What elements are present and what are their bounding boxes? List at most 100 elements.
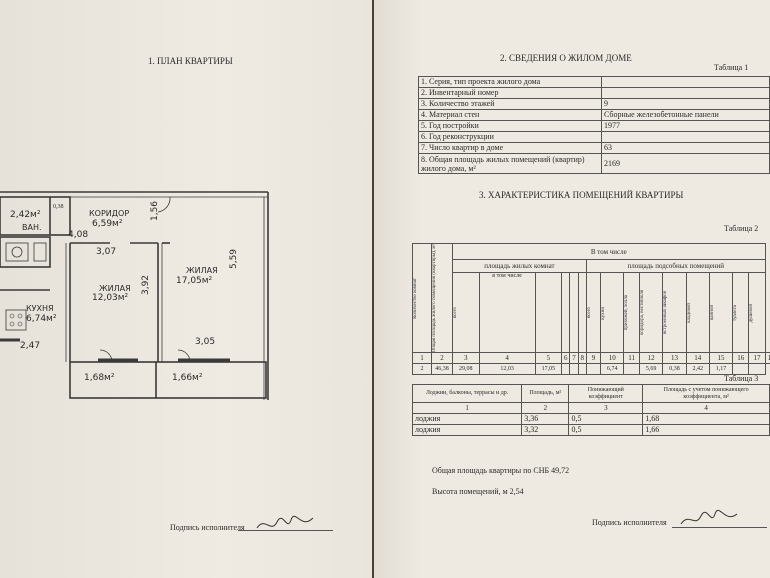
table2-col-number: 17 [748,352,766,365]
table3-head-cell: Лоджии, балконы, террасы и др. [411,384,523,403]
room2-area: 17,05м² [176,276,213,286]
table3-col-number: 3 [568,402,644,414]
th-living-sub [561,272,571,354]
dim-5-59: 5,59 [229,248,240,270]
th-aux-col: туалета [732,272,750,354]
table2-col-number: 13 [662,352,687,365]
table1-label: Таблица 1 [714,63,749,72]
table2-col-number: 15 [708,352,734,365]
dim-3-05: 3,05 [195,337,216,347]
th-living-total: всего [452,272,480,354]
rooms-table: Количество комнат Общая площадь жилого п… [412,242,770,376]
table2-col-number: 10 [600,352,625,365]
th-aux-total-text: всего [586,307,592,319]
th-aux-col: ванной [708,272,734,354]
th-aux-total: всего [585,272,602,354]
table2-cell: 0,38 [662,363,687,376]
table1-label: 1. Серия, тип проекта жилого дома [418,76,602,88]
table1-label: 3. Количество этажей [418,98,602,110]
th-living-sub [577,272,587,354]
room1-label: ЖИЛАЯ [99,284,131,293]
balconies-table: Лоджии, балконы, террасы и др.Площадь, м… [411,384,770,436]
table2-cell: 1,17 [708,363,734,376]
table2-label: Таблица 2 [724,224,759,233]
floor-plan [0,191,269,400]
table1-row: 1. Серия, тип проекта жилого дома [418,76,770,88]
dim-2-47: 2,47 [20,341,41,351]
table2-cell: 12,03 [478,363,536,376]
th-in-that: В том числе [452,243,766,260]
table3-cell: 3,36 [521,413,570,425]
table2-cell: 2 [412,363,432,376]
table2-col-number: 7 [569,352,579,365]
table2-cell: 46,38 [431,363,453,376]
table1-label: 5. Год постройки [418,120,602,132]
table2-col-number: 9 [585,352,602,365]
right-page: 2. СВЕДЕНИЯ О ЖИЛОМ ДОМЕ Таблица 1 1. Се… [374,0,770,578]
section2-title: 2. СВЕДЕНИЯ О ЖИЛОМ ДОМЕ [500,53,632,63]
table2-cell: 17,05 [534,363,563,376]
th-total-area: Общая площадь жилого помещения (квартиры… [432,244,438,353]
table2-col-number: 1 [412,352,432,365]
table2-col-number: 14 [685,352,710,365]
th-aux-col: кладовой [685,272,710,354]
th-aux-col-text: прихожей, холла [624,295,630,331]
table3-cell: 3,32 [521,424,570,436]
th-aux-col-text: кухни [601,306,607,320]
table3-cell: 0,5 [568,413,644,425]
table3-cell: 1,68 [642,413,770,425]
table2-col-number: 2 [431,352,453,365]
table1-value: Сборные железобетонные панели [601,109,770,121]
th-living-sub [534,272,563,354]
table1-label: 8. Общая площадь жилых помещений (кварти… [418,153,602,174]
table3-col-number: 2 [521,402,570,414]
balcony1-area: 1,68м² [84,373,115,383]
table3-head-cell: Площадь с учетом понижающего коэффициент… [642,384,770,403]
th-living-sub [569,272,579,354]
table1-label: 6. Год реконструкции [418,131,602,143]
table2-col-number: 12 [639,352,664,365]
th-aux-col: душевой [748,272,766,354]
table3-head-cell: Площадь, м² [521,384,570,403]
table2-cell [585,363,602,376]
kitchen-label: КУХНЯ [26,304,54,313]
table2-col-number: 11 [623,352,641,365]
table2-cell: 5,69 [639,363,664,376]
table3-col-number: 1 [411,402,523,414]
th-aux-col-text: туалета [733,304,739,321]
table1-value: 63 [601,142,770,154]
balcony2-area: 1,66м² [172,373,203,383]
table1-value: 2169 [601,153,770,174]
table2-col-number: 1 [764,352,770,365]
table2-cell [577,363,587,376]
bath-area: 2,42м² [10,210,41,220]
table1-label: 4. Материал стен [418,109,602,121]
kitchen-area: 6,74м² [26,314,57,324]
left-signature-line [238,530,333,531]
th-aux-col-text: душевой [749,303,755,323]
table1-label: 2. Инвентарный номер [418,87,602,99]
plan-walls [0,191,269,400]
th-aux-col-text: встроенных шкафов [663,291,669,335]
th-aux-col-text: ванной [709,305,715,321]
table3-cell: 1,66 [642,424,770,436]
table2-cell: 6,74 [600,363,625,376]
table2-col-number: 5 [534,352,563,365]
dim-1-56: 1,56 [150,200,161,222]
th-aux-area: площадь подсобных помещений [585,258,766,274]
table3-head-cell: Понижающий коэффициент [568,384,644,403]
table2-cell [569,363,579,376]
left-signature-mark [256,515,314,529]
th-living-area: площадь жилых комнат [452,258,587,274]
table1-value [601,87,770,99]
right-signature-line [672,527,767,528]
plan-title: 1. ПЛАН КВАРТИРЫ [148,56,233,66]
corridor-label: КОРИДОР [89,209,130,218]
corridor-area: 6,59м² [92,219,123,229]
right-signature-label: Подпись исполнителя [592,518,667,527]
th-aux-col-text: кладовой [686,303,692,323]
th-aux-col: встроенных шкафов [662,272,687,354]
